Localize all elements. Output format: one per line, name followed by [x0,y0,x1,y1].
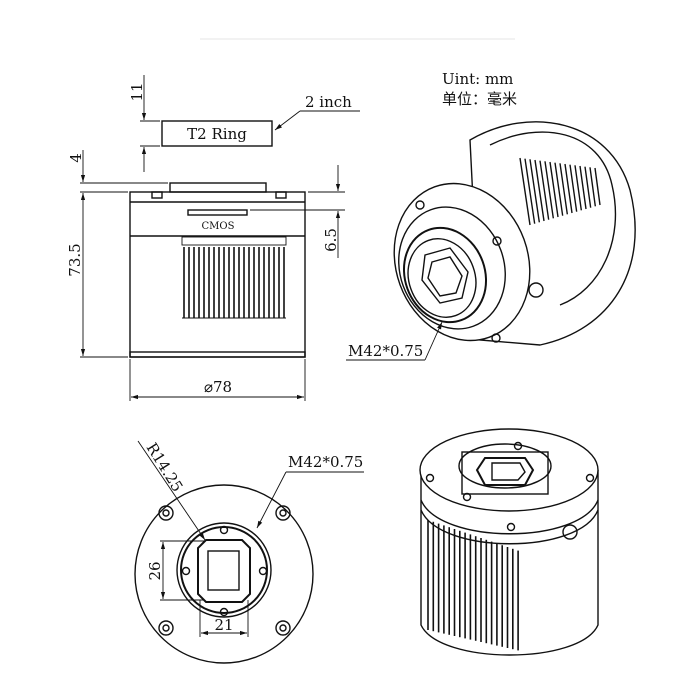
side-view: T2 Ring 2 inch 11 CMOS 4 73.5 [66,75,360,401]
fin-line [584,166,592,208]
fin-line [529,159,541,223]
t2-leader [274,110,301,131]
front-thread-label: M42*0.75 [288,453,363,471]
sensor-depth-dim: 6.5 [322,228,340,252]
iso-front-view: M42*0.75 [346,121,636,361]
flange-height-dim: 4 [67,153,85,163]
sensor-window [197,539,251,603]
t2-ring-shape [161,120,273,147]
fin-line [569,164,578,212]
fin-line [594,167,601,206]
iso-back-view [419,428,599,656]
fin-line [539,160,550,220]
units-label-en: Uint: mm [442,70,513,88]
fin-line [564,163,573,214]
fin-line [544,161,555,219]
cmos-sensor-shape [187,209,248,216]
fin-line [554,162,564,216]
t2-ring-label: T2 Ring [187,125,247,143]
fin-line [549,161,559,218]
body-outline [134,484,314,664]
fin-line [574,165,583,211]
flange-shape [169,182,267,193]
window-height-dim: 26 [146,561,164,580]
units-label-cn: 单位：毫米 [442,90,517,108]
fin-line [579,165,587,210]
fin-line [559,163,569,215]
diameter-dim: ⌀78 [204,378,232,396]
cmos-label: CMOS [202,221,235,232]
body-height-dim: 73.5 [66,243,84,276]
cooling-fins [182,247,286,319]
fin-line [519,157,531,226]
front-view: 26 21 R14.25 M42*0.75 [134,440,364,664]
cooling-fins-iso-back [427,520,519,651]
t2-size-label: 2 inch [305,93,352,111]
fin-line [524,158,536,224]
fin-line [534,159,545,222]
fin-line [589,167,597,207]
radius-dim: R14.25 [143,440,187,496]
iso-thread-label: M42*0.75 [348,342,423,360]
cooling-fins-iso [519,157,601,226]
window-width-dim: 21 [214,616,233,634]
ring-height-dim: 11 [128,82,146,101]
